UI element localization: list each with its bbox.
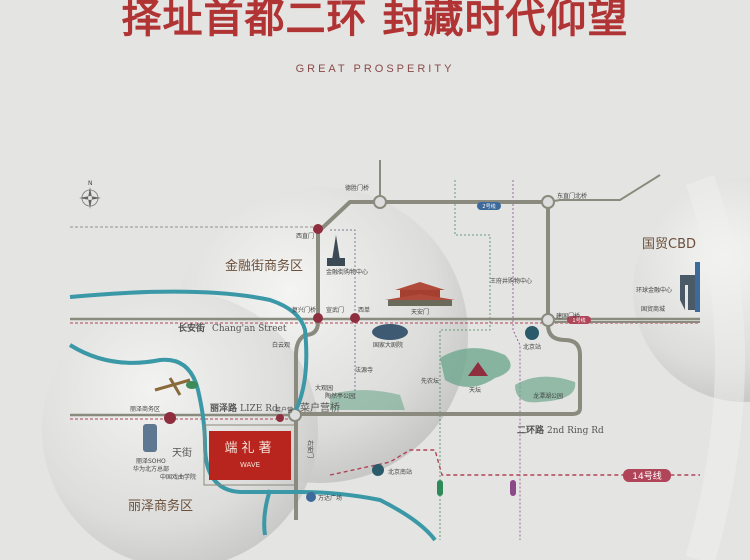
beijing-station-label: 北京站 (523, 343, 541, 351)
temple-of-heaven-label: 天坛 (469, 386, 481, 394)
wanda-label: 万达广场 (318, 494, 342, 502)
poi-label: 白云观 (272, 341, 290, 349)
poi-label: 国贸商城 (641, 305, 665, 313)
beijing-south-icon (372, 464, 384, 476)
poi-label: 东直门北桥 (557, 192, 587, 200)
poi-label: 右安门 (306, 440, 314, 458)
metro-line-14 (329, 449, 700, 476)
poi-label: 华为北方总部 (133, 465, 169, 473)
temple-of-heaven-park (330, 348, 576, 410)
light-arc (685, 175, 745, 560)
financial-street-zone-label: 金融街商务区 (225, 258, 303, 274)
poi-label: 中国戏曲学院 (160, 473, 196, 481)
poi-label: 大观园 (315, 384, 333, 392)
changan-label: 长安街 (178, 322, 205, 334)
poi-label: 复兴门桥 (292, 306, 316, 314)
poi-label: 德胜门桥 (345, 184, 369, 192)
wanda-icon (306, 492, 316, 502)
poi-label: 龙潭湖公园 (533, 392, 563, 400)
compass-icon (79, 187, 101, 209)
poi-label: 菜户营 (275, 406, 293, 414)
tiananmen-icon (385, 282, 455, 306)
poi-label: 丽泽SOHO (136, 457, 166, 465)
project-marker[interactable] (209, 431, 291, 480)
poi-label: 环球金融中心 (636, 286, 672, 294)
poi-label: 宣武门 (326, 306, 344, 314)
tv-tower-icon (327, 235, 345, 266)
caihuying-bridge-label: 菜户营桥 (300, 401, 340, 414)
line2-label: 2号线 (482, 203, 495, 210)
river (69, 289, 309, 411)
line14-label: 14号线 (632, 470, 661, 482)
river (68, 343, 437, 542)
lize-tower-icon (143, 424, 157, 452)
poi-label: 西直门 (296, 232, 314, 240)
page-title: 择址首都二环 封藏时代仰望 (121, 0, 629, 42)
poi-label: 王府井购物中心 (490, 277, 532, 285)
page-subtitle: GREAT PROSPERITY (295, 63, 455, 75)
line1-label: 1号线 (572, 317, 585, 324)
poi-label: 法源寺 (355, 366, 373, 374)
second-ring-label: 二环路 (517, 424, 545, 436)
lize-wetland-icon (154, 377, 198, 396)
cctv-building-icon (680, 262, 700, 312)
tianjie-label: 天街 (172, 446, 192, 459)
poi-label: 先农坛 (421, 377, 439, 385)
poi-label: 陶然亭公园 (325, 392, 355, 400)
lize-road-label: 丽泽路 (210, 402, 238, 414)
cbd-zone-label: 国贸CBD (642, 237, 696, 252)
poi-label: 丽泽商务区 (130, 405, 160, 413)
lize-road-en-label: LIZE Rd (240, 404, 278, 414)
changan-en-label: Chang'an Street (212, 324, 287, 334)
lize-zone-label: 丽泽商务区 (128, 498, 193, 514)
poi-label: 金融街购物中心 (326, 268, 368, 276)
beijing-station-icon (525, 326, 539, 340)
project-name: 端礼著 (224, 440, 275, 456)
beijing-south-label: 北京南站 (388, 468, 412, 476)
poi-label: 西单 (358, 306, 370, 314)
compass-label: N (88, 180, 93, 187)
national-theater-icon (372, 324, 408, 340)
project-name-en: WAVE (240, 461, 260, 469)
tiananmen-label: 天安门 (411, 308, 429, 316)
poi-label: 国家大剧院 (373, 341, 403, 349)
second-ring-en-label: 2nd Ring Rd (547, 426, 604, 436)
poi-label: 建国门桥 (556, 312, 580, 320)
